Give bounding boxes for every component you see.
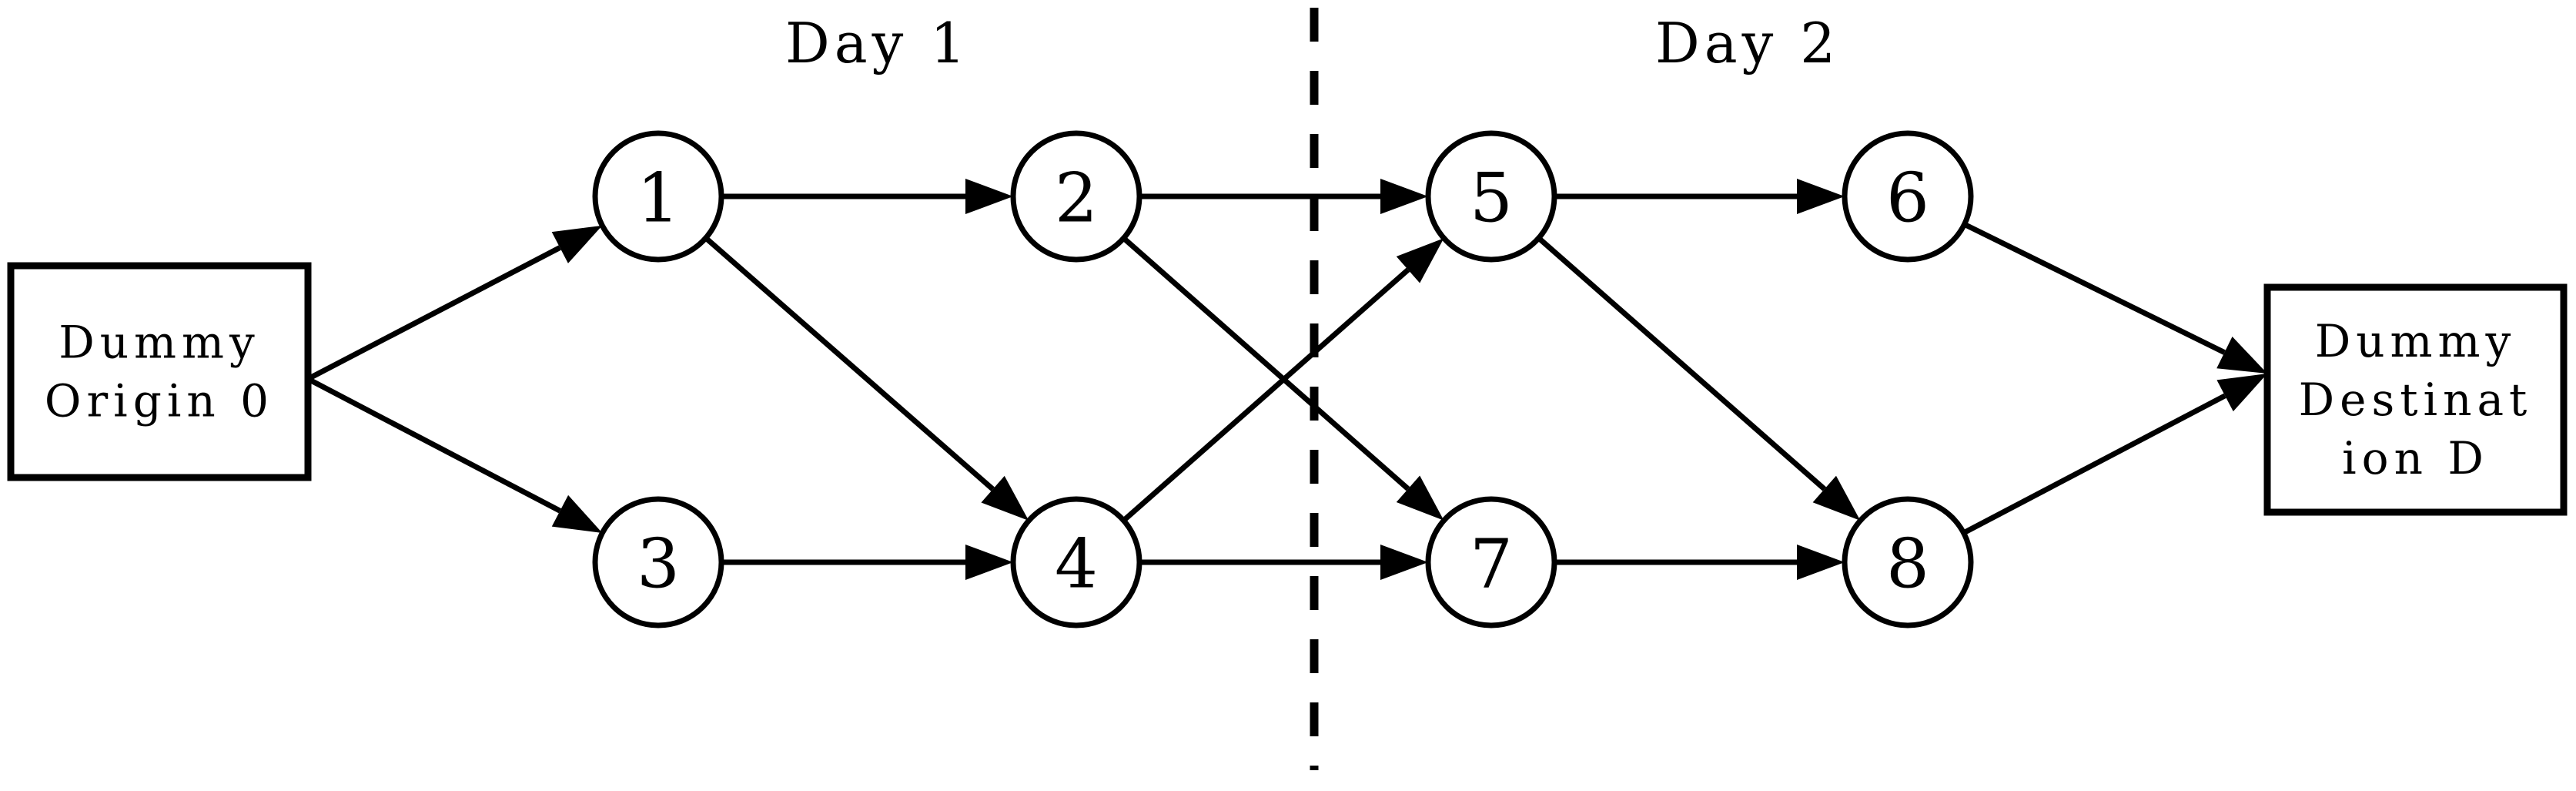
arrow-head-icon (965, 179, 1013, 214)
edge-shaft (1962, 393, 2226, 536)
arrow-head-icon (1797, 545, 1845, 580)
edge-e-origin-3 (306, 376, 603, 533)
node-n2[interactable]: 2 (1010, 130, 1142, 263)
arrow-head-icon (551, 494, 603, 533)
node-circle-n8[interactable] (1842, 496, 1974, 628)
arrow-head-icon (2216, 374, 2267, 412)
arrow-head-icon (1812, 475, 1861, 521)
box-line-destination-0: Dummy (2315, 315, 2517, 367)
node-label-n3: 3 (637, 525, 680, 604)
node-n8[interactable]: 8 (1842, 496, 1974, 628)
edge-e-4-7 (1139, 545, 1428, 580)
edge-e-6-dest (1963, 222, 2267, 374)
label-day-1: Day 1 (785, 11, 970, 75)
edge-shaft (306, 245, 561, 382)
edge-shaft (306, 376, 562, 514)
node-n6[interactable]: 6 (1842, 130, 1974, 263)
arrow-head-icon (965, 545, 1013, 580)
edge-e-3-4 (721, 545, 1013, 580)
edge-shaft (1963, 222, 2226, 355)
box-line-origin-0: Dummy (59, 317, 260, 369)
node-circle-n1[interactable] (592, 130, 724, 263)
edge-e-8-dest (1962, 374, 2267, 536)
box-line-origin-1: Origin 0 (45, 375, 274, 427)
node-n5[interactable]: 5 (1425, 130, 1557, 263)
node-label-n5: 5 (1470, 159, 1513, 238)
arrow-head-icon (551, 225, 603, 263)
edge-e-7-8 (1554, 545, 1845, 580)
edge-e-2-5 (1139, 179, 1428, 214)
edge-shaft (1537, 236, 1827, 491)
box-rect-destination[interactable] (2263, 283, 2568, 516)
labels-layer: Day 1 Day 2 (785, 11, 1840, 75)
node-circle-n6[interactable] (1842, 130, 1974, 263)
arrow-head-icon (1396, 475, 1444, 521)
node-circle-n7[interactable] (1425, 496, 1557, 628)
edge-shaft (1122, 267, 1410, 523)
edge-e-1-4 (704, 236, 1029, 521)
arrow-head-icon (1396, 238, 1444, 283)
arrow-head-icon (2216, 336, 2267, 374)
node-circle-n5[interactable] (1425, 130, 1557, 263)
node-label-n1: 1 (637, 159, 680, 238)
label-day-2: Day 2 (1655, 11, 1840, 75)
node-circle-n3[interactable] (592, 496, 724, 628)
node-label-n8: 8 (1886, 525, 1929, 604)
box-line-destination-2: ion D (2342, 432, 2489, 484)
edge-shaft (704, 236, 995, 491)
edge-e-4-5 (1122, 238, 1444, 523)
arrow-head-icon (1380, 179, 1428, 214)
arrow-head-icon (981, 475, 1029, 521)
node-label-n4: 4 (1055, 525, 1098, 604)
node-label-n2: 2 (1055, 159, 1098, 238)
edge-e-1-2 (721, 179, 1013, 214)
node-circle-n4[interactable] (1010, 496, 1142, 628)
box-rect-origin[interactable] (7, 262, 312, 481)
node-label-n6: 6 (1886, 159, 1929, 238)
arrow-head-icon (1380, 545, 1428, 580)
arrow-head-icon (1797, 179, 1845, 214)
nodes-layer: 1 2 3 4 5 6 7 8 (592, 130, 1974, 628)
edges-layer (306, 179, 2267, 580)
box-line-destination-1: Destinat (2299, 374, 2533, 426)
edge-shaft (1122, 236, 1410, 491)
node-n7[interactable]: 7 (1425, 496, 1557, 628)
node-n1[interactable]: 1 (592, 130, 724, 263)
node-circle-n2[interactable] (1010, 130, 1142, 263)
node-n3[interactable]: 3 (592, 496, 724, 628)
node-label-n7: 7 (1470, 525, 1513, 604)
edge-e-origin-1 (306, 225, 603, 382)
edge-e-5-6 (1554, 179, 1845, 214)
edge-e-2-7 (1122, 236, 1444, 521)
edge-e-5-8 (1537, 236, 1861, 521)
node-n4[interactable]: 4 (1010, 496, 1142, 628)
